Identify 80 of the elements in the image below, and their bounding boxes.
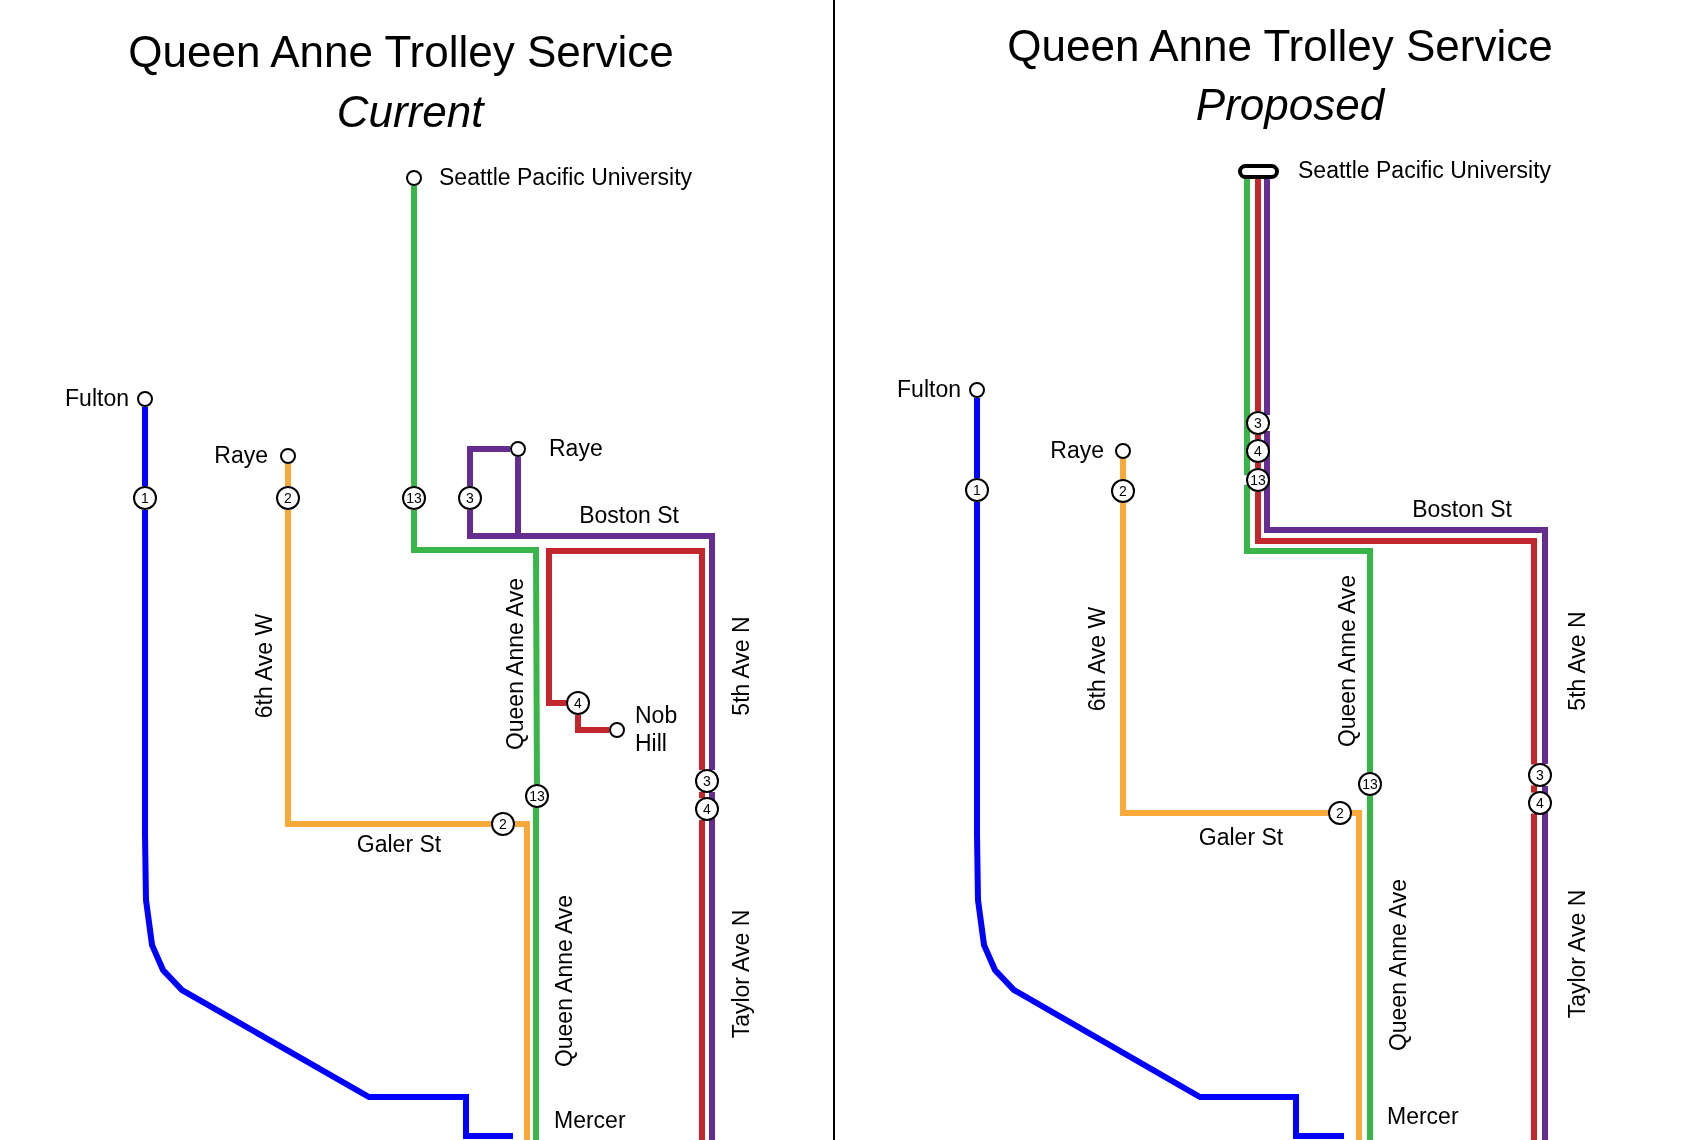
street-label: Galer St (356, 832, 442, 858)
route-badge: 2 (1111, 479, 1135, 503)
station-marker (969, 382, 985, 398)
route-line (575, 715, 609, 733)
street-label: Mercer (1387, 1104, 1459, 1130)
route-badge: 13 (1358, 772, 1382, 796)
street-label: Boston St (1412, 497, 1512, 523)
route-line (142, 407, 148, 486)
route-line (467, 446, 510, 486)
station-marker (137, 391, 153, 407)
route-line (1244, 178, 1250, 476)
route-line (1264, 430, 1548, 765)
panel-title: Queen Anne Trolley Service (128, 27, 674, 77)
route-line (285, 464, 291, 486)
route-line (1255, 492, 1537, 765)
route-line (974, 502, 1344, 1139)
route-badge: 2 (276, 486, 300, 510)
street-label: 6th Ave W (252, 613, 278, 719)
route-badge: 3 (458, 486, 482, 510)
route-badge: 3 (695, 769, 719, 793)
route-badge: 1 (965, 478, 989, 502)
station-name: Fulton (65, 385, 129, 413)
route-line (1120, 503, 1328, 816)
route-line (709, 791, 715, 1140)
station-name: Seattle Pacific University (439, 164, 693, 192)
station-marker (280, 448, 296, 464)
route-line (1542, 785, 1548, 1140)
route-line (1120, 459, 1126, 479)
street-label: Taylor Ave N (1565, 889, 1591, 1019)
street-label: Mercer (554, 1108, 626, 1134)
street-label: Taylor Ave N (729, 909, 755, 1039)
panel-title: Queen Anne Trolley Service (1007, 21, 1553, 71)
route-badge: 4 (695, 797, 719, 821)
route-badge: 4 (566, 691, 590, 715)
panel-subtitle: Proposed (1195, 80, 1385, 130)
street-label: Queen Anne Ave (1386, 878, 1412, 1052)
station-name: Raye (1050, 437, 1104, 465)
station-name: Seattle Pacific University (1298, 157, 1552, 185)
street-label: Queen Anne Ave (503, 577, 529, 751)
street-label: Boston St (579, 503, 679, 529)
route-line (1367, 796, 1373, 1140)
route-badge: 3 (1528, 763, 1552, 787)
route-badge: 13 (525, 784, 549, 808)
station-name: Nob Hill (635, 702, 679, 758)
street-label: Galer St (1198, 825, 1284, 851)
route-line (1531, 813, 1537, 1140)
street-label: Queen Anne Ave (1335, 574, 1361, 748)
route-line (1352, 810, 1362, 1140)
route-line (1255, 463, 1261, 468)
station-marker (609, 722, 625, 738)
street-label: 5th Ave N (729, 616, 755, 716)
station-name: Raye (214, 442, 268, 470)
route-line (1255, 435, 1261, 439)
route-line (411, 510, 540, 784)
route-line (546, 548, 705, 771)
route-line (142, 510, 513, 1139)
route-line (285, 510, 491, 827)
route-line (411, 186, 417, 486)
street-label: 5th Ave N (1565, 611, 1591, 711)
route-badge: 2 (491, 812, 515, 836)
street-label: Queen Anne Ave (552, 894, 578, 1068)
route-badge: 13 (402, 486, 426, 510)
station-name: Fulton (897, 376, 961, 404)
route-line (533, 807, 539, 1140)
route-badge: 4 (1528, 791, 1552, 815)
route-line (974, 398, 980, 478)
route-line (1255, 178, 1261, 411)
station-name: Raye (549, 435, 603, 463)
station-marker (510, 441, 526, 457)
station-marker (1237, 163, 1279, 179)
station-marker (406, 170, 422, 186)
panel-subtitle: Current (336, 87, 484, 137)
route-badge: 1 (133, 486, 157, 510)
route-line (1264, 178, 1270, 416)
station-marker (1115, 443, 1131, 459)
street-label: 6th Ave W (1085, 606, 1111, 712)
route-line (699, 819, 705, 1140)
route-badge: 2 (1328, 801, 1352, 825)
route-line (515, 821, 530, 1140)
route-line (1244, 484, 1373, 772)
